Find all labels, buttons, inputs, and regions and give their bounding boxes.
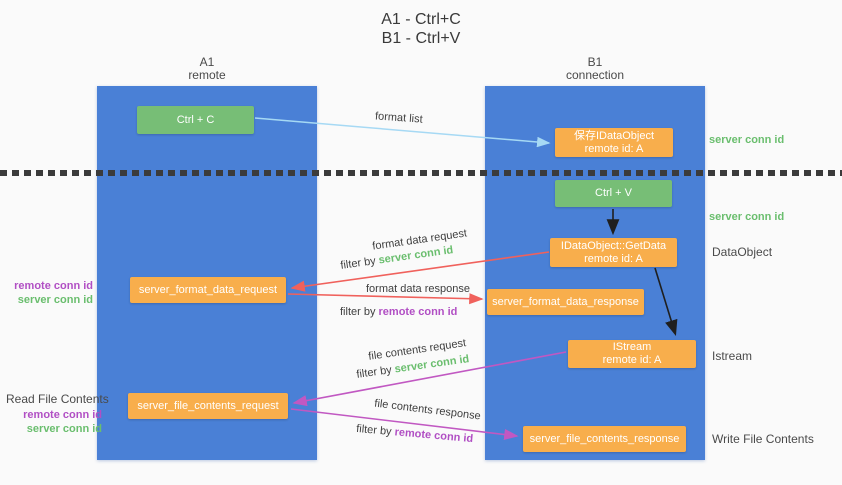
copy-paste-divider-line: [0, 170, 842, 176]
dataobject-annotation: DataObject: [712, 245, 773, 259]
read-file-contents-annotation: Read File Contents: [6, 392, 109, 406]
istream-line2: remote id: A: [602, 354, 662, 366]
filter-by-remote-conn-id-label-1: filter by remote conn id: [340, 306, 457, 318]
format-response-label: server_format_data_response: [492, 295, 639, 308]
server-format-data-response-node: server_format_data_response: [487, 289, 644, 315]
ctrl-c-label: Ctrl + C: [176, 113, 215, 126]
lane-b1-role: connection: [565, 68, 625, 82]
save-idataobject-line1: 保存IDataObject: [573, 129, 655, 142]
lane-header-a1: A1 remote: [97, 56, 317, 82]
filter-prefix: filter by: [339, 254, 380, 272]
server-conn-id-annotation-top: server conn id: [709, 134, 785, 146]
lane-b1-name: B1: [587, 55, 603, 69]
file-contents-response-edge-label: file contents response: [373, 397, 482, 423]
ctrl-v-label: Ctrl + V: [595, 187, 632, 199]
write-file-contents-annotation: Write File Contents: [712, 432, 814, 446]
lane-a1-name: A1: [199, 55, 215, 69]
server-file-contents-request-node: server_file_contents_request: [128, 393, 288, 419]
remote-conn-id-highlight: remote conn id: [394, 426, 474, 446]
lane-a1-role: remote: [188, 68, 226, 82]
server-conn-id-annotation-mid: server conn id: [709, 211, 785, 223]
format-remote-conn-id-label: remote conn id: [14, 280, 93, 292]
save-idataobject-line2: remote id: A: [584, 142, 644, 155]
file-conn-id-annotation: remote conn id server conn id: [0, 408, 102, 436]
istream-node: IStream remote id: A: [568, 340, 696, 368]
filter-prefix: filter by: [355, 422, 396, 439]
getdata-line2: remote id: A: [584, 252, 643, 265]
ctrl-c-node: Ctrl + C: [137, 106, 254, 134]
file-server-conn-id-label: server conn id: [26, 423, 102, 435]
format-list-edge-label: format list: [374, 110, 424, 126]
remote-conn-id-highlight: remote conn id: [378, 306, 458, 318]
format-server-conn-id-label: server conn id: [17, 294, 93, 306]
filter-prefix: filter by: [340, 306, 379, 318]
file-request-label: server_file_contents_request: [137, 399, 279, 412]
title-line-2: B1 - Ctrl+V: [381, 30, 461, 47]
diagram-title: A1 - Ctrl+C B1 - Ctrl+V: [0, 10, 842, 48]
server-file-contents-response-node: server_file_contents_response: [523, 426, 686, 452]
filter-prefix: filter by: [355, 363, 396, 381]
idataobject-getdata-node: IDataObject::GetData remote id: A: [550, 238, 677, 267]
format-conn-id-annotation: remote conn id server conn id: [0, 279, 93, 307]
lane-header-b1: B1 connection: [485, 56, 705, 82]
save-idataobject-node: 保存IDataObject remote id: A: [555, 128, 673, 157]
format-request-label: server_format_data_request: [138, 283, 278, 296]
istream-line1: IStream: [612, 341, 652, 353]
file-response-label: server_file_contents_response: [529, 432, 680, 445]
istream-annotation: Istream: [712, 349, 753, 363]
title-line-1: A1 - Ctrl+C: [381, 11, 461, 28]
ctrl-v-node: Ctrl + V: [555, 180, 672, 207]
server-format-data-request-node: server_format_data_request: [130, 277, 286, 303]
format-data-response-edge-label: format data response: [366, 283, 470, 295]
file-remote-conn-id-label: remote conn id: [23, 409, 102, 421]
filter-by-remote-conn-id-label-2: filter by remote conn id: [356, 423, 474, 445]
getdata-line1: IDataObject::GetData: [560, 239, 667, 252]
